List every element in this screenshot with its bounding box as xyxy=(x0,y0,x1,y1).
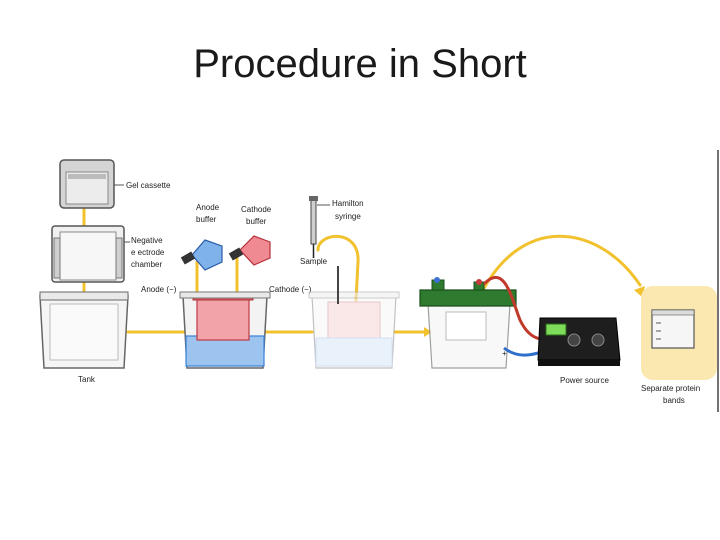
anode-buffer-bottle xyxy=(180,239,223,271)
label-separate-2: bands xyxy=(663,396,685,405)
hamilton-syringe xyxy=(309,196,318,258)
label-hamilton-1: Hamilton xyxy=(332,199,364,208)
tank-with-buffers xyxy=(179,291,271,369)
slide-title: Procedure in Short xyxy=(193,42,527,86)
label-anode-buffer-2: buffer xyxy=(196,215,217,224)
arrow-syringe-loop xyxy=(316,235,360,302)
sample-loading-tank xyxy=(308,291,400,369)
arrow-lid-to-bands xyxy=(476,234,642,302)
label-cathode-buffer-1: Cathode xyxy=(241,205,272,214)
tank-with-lid xyxy=(419,277,517,369)
label-sample: Sample xyxy=(300,257,328,266)
tank xyxy=(39,291,129,369)
label-negative-2: e ectrode xyxy=(131,248,165,257)
label-cathode-buffer-2: buffer xyxy=(246,217,267,226)
gel-cassette xyxy=(59,159,115,209)
arrowhead-lid xyxy=(424,327,432,337)
label-separate-1: Separate protein xyxy=(641,384,700,393)
cathode-buffer-bottle xyxy=(228,235,271,266)
label-hamilton-2: syringe xyxy=(335,212,361,221)
negative-electrode-chamber xyxy=(51,225,125,283)
label-tank: Tank xyxy=(78,375,96,384)
label-negative-3: chamber xyxy=(131,260,162,269)
power-source xyxy=(537,317,621,366)
label-negative-1: Negative xyxy=(131,236,163,245)
separated-bands-gel xyxy=(641,286,717,380)
label-cathode-minus: Cathode (−) xyxy=(269,285,312,294)
label-power-source: Power source xyxy=(560,376,609,385)
label-anode-buffer-1: Anode xyxy=(196,203,220,212)
label-gel-cassette: Gel cassette xyxy=(126,181,171,190)
label-anode-minus: Anode (−) xyxy=(141,285,177,294)
plus-sign: + xyxy=(502,349,507,358)
